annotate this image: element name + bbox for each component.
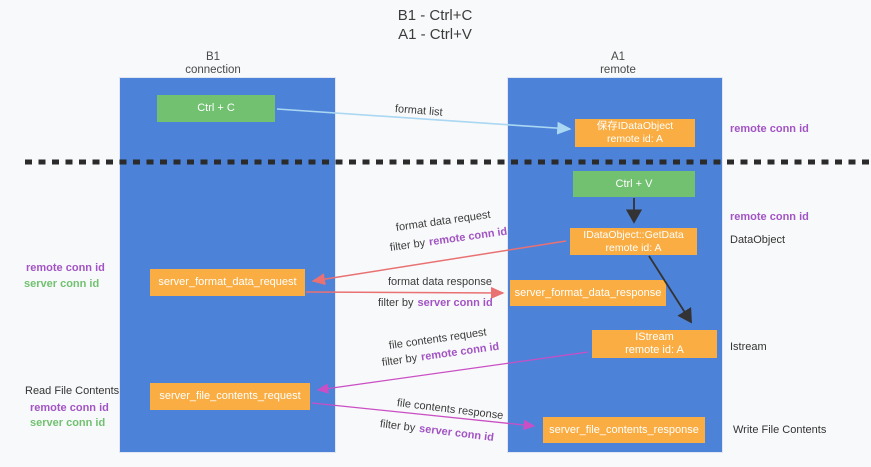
save-idataobject-line1: 保存IDataObject <box>596 120 674 132</box>
node-idataobject-getdata: IDataObject::GetData remote id: A <box>570 228 697 255</box>
flow-label-format-list: format list <box>394 103 444 119</box>
side-label-dataobject: DataObject <box>730 234 786 246</box>
lane-b1-role: connection <box>185 64 241 76</box>
lane-header-a1: A1 remote <box>555 51 681 77</box>
server-format-data-request-label: server_format_data_request <box>158 276 297 288</box>
side-label-server-conn-id-left1: server conn id <box>24 278 100 290</box>
flow-label-file-contents-response: file contents response <box>396 397 504 422</box>
side-label-remote-conn-id-left2: remote conn id <box>30 402 109 414</box>
lane-b1-name: B1 <box>205 51 221 63</box>
lane-a1-name: A1 <box>610 51 626 63</box>
node-server-file-contents-request: server_file_contents_request <box>150 383 310 410</box>
side-label-server-conn-id-left2: server conn id <box>30 417 106 429</box>
ctrl-c-label: Ctrl + C <box>197 102 235 114</box>
flow-label-format-data-response: format data response <box>388 276 492 288</box>
node-ctrl-c: Ctrl + C <box>157 95 275 122</box>
node-istream: IStream remote id: A <box>592 330 717 358</box>
server-file-contents-response-label: server_file_contents_response <box>549 423 699 436</box>
node-save-idataobject: 保存IDataObject remote id: A <box>575 119 695 147</box>
side-label-read-file-contents: Read File Contents <box>25 385 120 397</box>
side-label-remote-conn-id-left1: remote conn id <box>26 262 105 274</box>
diagram-title: B1 - Ctrl+C A1 - Ctrl+V <box>335 6 535 44</box>
server-conn-id-highlight: server conn id <box>417 297 493 309</box>
arrow-format-data-response <box>305 286 505 299</box>
title-line-a1: A1 - Ctrl+V <box>398 26 472 43</box>
save-idataobject-line2: remote id: A <box>606 133 664 145</box>
server-conn-id-highlight: server conn id <box>418 422 495 444</box>
lane-header-b1: B1 connection <box>150 51 276 77</box>
getdata-line2: remote id: A <box>605 241 662 254</box>
title-line-b1: B1 - Ctrl+C <box>397 7 473 24</box>
getdata-line1: IDataObject::GetData <box>583 228 684 241</box>
server-file-contents-request-label: server_file_contents_request <box>159 390 301 402</box>
node-ctrl-v: Ctrl + V <box>573 171 695 197</box>
side-label-remote-conn-id-mid: remote conn id <box>730 211 809 223</box>
ctrl-v-label: Ctrl + V <box>615 177 653 190</box>
remote-conn-id-highlight: remote conn id <box>428 225 508 249</box>
istream-line1: IStream <box>635 331 674 343</box>
server-format-data-response-label: server_format_data_response <box>514 286 662 299</box>
istream-line2: remote id: A <box>625 344 684 356</box>
node-server-format-data-request: server_format_data_request <box>150 269 305 296</box>
node-server-format-data-response: server_format_data_response <box>510 280 666 306</box>
lane-a1-role: remote <box>600 64 636 76</box>
side-label-istream: Istream <box>730 341 767 353</box>
side-label-remote-conn-id-top: remote conn id <box>730 123 809 135</box>
side-label-write-file-contents: Write File Contents <box>733 424 827 436</box>
node-server-file-contents-response: server_file_contents_response <box>543 417 705 443</box>
